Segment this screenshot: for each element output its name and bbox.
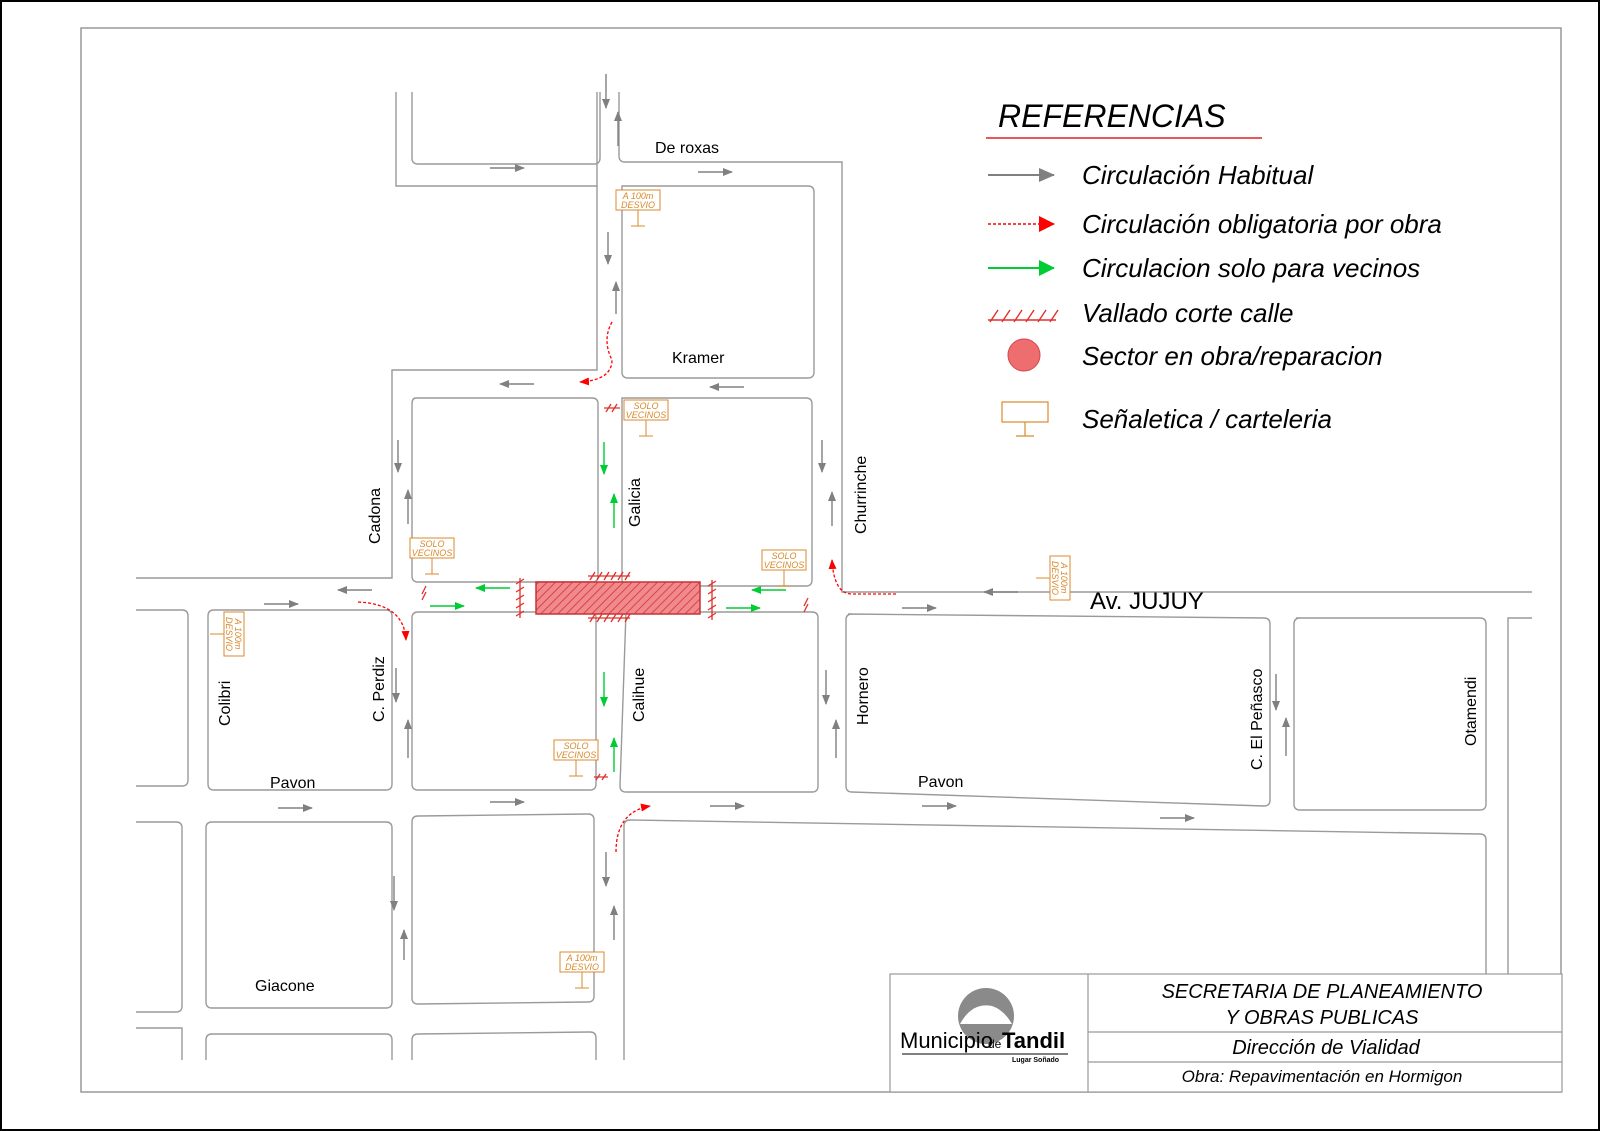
- department: Dirección de Vialidad: [1232, 1037, 1420, 1059]
- legend-symbol-signage: [1001, 401, 1049, 437]
- sign-text-line2: VECINOS: [626, 410, 667, 420]
- legend-title: REFERENCIAS: [998, 98, 1226, 134]
- street-label-pavon: Pavon: [270, 775, 315, 792]
- logo-word-tandil: Tandil: [1002, 1028, 1065, 1053]
- legend-label-normal: Circulación Habitual: [1082, 160, 1314, 190]
- street-label-c-perdiz: C. Perdiz: [371, 656, 388, 722]
- detour-sign: A 100m DESVIO: [559, 951, 605, 989]
- legend-label-signage: Señaletica / carteleria: [1082, 404, 1332, 434]
- sign-text-line1: SOLO: [563, 741, 588, 751]
- sign-text-line1: A 100m: [1059, 562, 1069, 594]
- residents-sign: SOLO VECINOS: [553, 739, 599, 777]
- sign-text-line2: DESVIO: [224, 617, 234, 651]
- sign-text-line1: SOLO: [771, 551, 796, 561]
- sign-text-line1: SOLO: [633, 401, 658, 411]
- legend-symbol-barrier: [988, 309, 1059, 323]
- title-block: SECRETARIA DE PLANEAMIENTO Y OBRAS PUBLI…: [889, 973, 1563, 1093]
- residents-sign: SOLO VECINOS: [409, 537, 455, 575]
- legend: REFERENCIAS Circulación Habitual Circula…: [986, 98, 1442, 437]
- sign-text-line1: A 100m: [622, 191, 654, 201]
- street-network: [136, 92, 1532, 1060]
- drawing-frame: [80, 27, 1562, 1093]
- legend-label-worksite: Sector en obra/reparacion: [1082, 341, 1383, 371]
- sign-text-line2: VECINOS: [556, 750, 597, 760]
- detour-sign: A 100m DESVIO: [615, 189, 661, 227]
- barriers: [421, 403, 809, 781]
- sign-text-line2: VECINOS: [764, 560, 805, 570]
- street-label-av-jujuy: Av. JUJUY: [1090, 588, 1204, 615]
- logo-word-municipio: Municipio: [900, 1028, 993, 1053]
- street-label-pavon: Pavon: [918, 774, 963, 791]
- street-label-cadona: Cadona: [367, 488, 384, 544]
- street-label-c-el-penasco: C. El Peñasco: [1249, 669, 1266, 770]
- office-line1: SECRETARIA DE PLANEAMIENTO: [1162, 981, 1483, 1003]
- street-label-galicia: Galicia: [627, 478, 644, 527]
- logo-word-de: de: [988, 1037, 1002, 1051]
- residents-sign: SOLO VECINOS: [761, 549, 807, 587]
- residents-sign: SOLO VECINOS: [623, 399, 669, 437]
- sign-text-line2: DESVIO: [565, 962, 599, 972]
- street-label-giacone: Giacone: [255, 978, 315, 995]
- street-label-kramer: Kramer: [672, 350, 725, 367]
- residents-only-arrows: [430, 442, 786, 772]
- municipality-logo: Municipio de Tandil Lugar Soñado: [900, 988, 1068, 1064]
- logo-tagline: Lugar Soñado: [1012, 1057, 1059, 1064]
- sign-text-line2: DESVIO: [621, 200, 655, 210]
- street-labels: De roxas Kramer Cadona Galicia Churrinch…: [217, 140, 1480, 995]
- street-label-calihue: Calihue: [631, 668, 648, 722]
- legend-label-residents: Circulacion solo para vecinos: [1082, 253, 1420, 283]
- sign-text-line2: DESVIO: [1050, 561, 1060, 595]
- legend-label-barrier: Vallado corte calle: [1082, 298, 1294, 328]
- normal-traffic-arrows: [264, 74, 1290, 960]
- detour-sign: A 100m DESVIO: [210, 611, 245, 657]
- street-label-de-roxas: De roxas: [655, 140, 719, 157]
- sign-text-line1: SOLO: [419, 539, 444, 549]
- office-line2: Y OBRAS PUBLICAS: [1225, 1007, 1419, 1029]
- worksite-area: [535, 581, 701, 615]
- mandatory-diversion-arrows: [357, 321, 896, 853]
- sign-text-line2: VECINOS: [412, 548, 453, 558]
- sign-text-line1: A 100m: [566, 953, 598, 963]
- legend-label-mandatory: Circulación obligatoria por obra: [1082, 209, 1442, 239]
- street-label-churrinche: Churrinche: [853, 456, 870, 534]
- legend-symbol-worksite: [1007, 338, 1041, 372]
- street-label-hornero: Hornero: [855, 667, 872, 725]
- sign-text-line1: A 100m: [233, 618, 243, 650]
- detour-sign: A 100m DESVIO: [1036, 555, 1071, 601]
- street-label-otamendi: Otamendi: [1463, 677, 1480, 746]
- project-name: Obra: Repavimentación en Hormigon: [1182, 1067, 1463, 1086]
- street-label-colibri: Colibri: [217, 681, 234, 726]
